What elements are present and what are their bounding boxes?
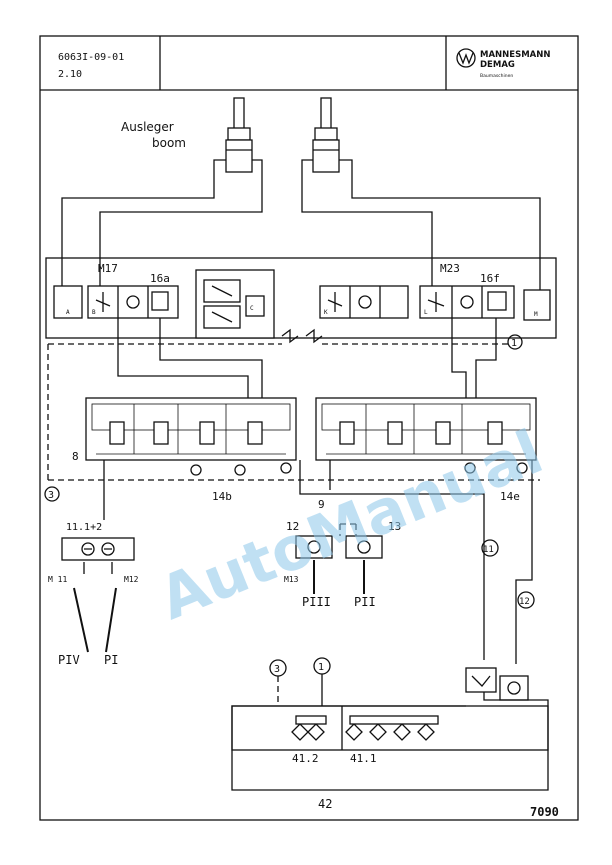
filter-41-2 xyxy=(291,715,327,741)
svg-text:K: K xyxy=(324,309,328,316)
ref-11-circle xyxy=(481,539,499,557)
m23-label: M23 xyxy=(440,262,460,275)
title-block: 6063I-09-01 2.10 MANNESMANN DEMAG Baumas… xyxy=(40,36,578,91)
pilot-control-13 xyxy=(345,535,383,559)
p4-label: PIV xyxy=(58,653,80,667)
ref-14e-label: 14e xyxy=(500,490,520,503)
ref-12c-label: 12 xyxy=(519,597,530,607)
brand-line2: DEMAG xyxy=(480,60,515,70)
svg-text:B: B xyxy=(92,309,96,316)
ref-9-label: 9 xyxy=(318,498,325,511)
ref-13-label: 13 xyxy=(388,520,401,533)
svg-text:L: L xyxy=(424,309,428,316)
check-valve-right xyxy=(465,667,529,701)
ref-1-label: 1 xyxy=(511,338,517,349)
ref-11c-label: 11 xyxy=(483,545,494,555)
f412-label: 41.2 xyxy=(292,752,319,765)
ref-14b-label: 14b xyxy=(212,490,232,503)
pilot-control-12 xyxy=(295,535,333,559)
revision: 2.10 xyxy=(58,69,82,80)
brand-sub: Baumaschinen xyxy=(480,73,513,79)
right-boom-cylinder xyxy=(312,97,340,173)
filter-41-1 xyxy=(345,715,439,741)
page-frame xyxy=(39,35,579,821)
16a-label: 16a xyxy=(150,272,170,285)
svg-text:A: A xyxy=(66,309,70,316)
svg-text:C: C xyxy=(250,305,254,312)
ref-8-label: 8 xyxy=(72,450,79,463)
left-boom-cylinder xyxy=(225,97,253,173)
ref-12-label: 12 xyxy=(286,520,299,533)
page-number: 7090 xyxy=(530,805,559,819)
valve-group-left: A B xyxy=(53,285,179,319)
ausleger-label: Ausleger xyxy=(121,120,174,134)
bottom-ref-3-label: 3 xyxy=(274,664,280,675)
m17-label: M17 xyxy=(98,262,118,275)
p1-label: PI xyxy=(104,653,118,667)
ref-12-circle xyxy=(517,591,535,609)
m13-label: M13 xyxy=(284,575,299,584)
boom-label: boom xyxy=(152,136,186,150)
p3-label: PIII xyxy=(302,595,331,609)
m11-label: M 11 xyxy=(48,575,67,584)
bottom-ref-1-label: 1 xyxy=(318,662,324,673)
16f-label: 16f xyxy=(480,272,500,285)
ref-42-label: 42 xyxy=(318,797,332,811)
brand-line1: MANNESMANN xyxy=(480,50,550,60)
control-block-left xyxy=(85,397,297,461)
ref-3-label: 3 xyxy=(48,490,54,501)
valve-center: C xyxy=(195,269,275,339)
doc-number: 6063I-09-01 xyxy=(58,52,124,63)
pilot-control-11 xyxy=(61,537,135,561)
m12-label: M12 xyxy=(124,575,139,584)
p2-label: PII xyxy=(354,595,376,609)
brand-logo-icon xyxy=(456,48,476,68)
f411-label: 41.1 xyxy=(350,752,377,765)
valve-band-upper xyxy=(45,257,557,339)
control-block-right xyxy=(315,397,537,461)
filter-block xyxy=(231,705,549,751)
svg-text:M: M xyxy=(534,311,538,318)
ref-3-marker xyxy=(44,486,60,502)
ref-11-label: 11.1+2 xyxy=(66,522,102,533)
ref-1-marker xyxy=(507,334,523,350)
valve-group-right: K L M xyxy=(319,285,551,321)
